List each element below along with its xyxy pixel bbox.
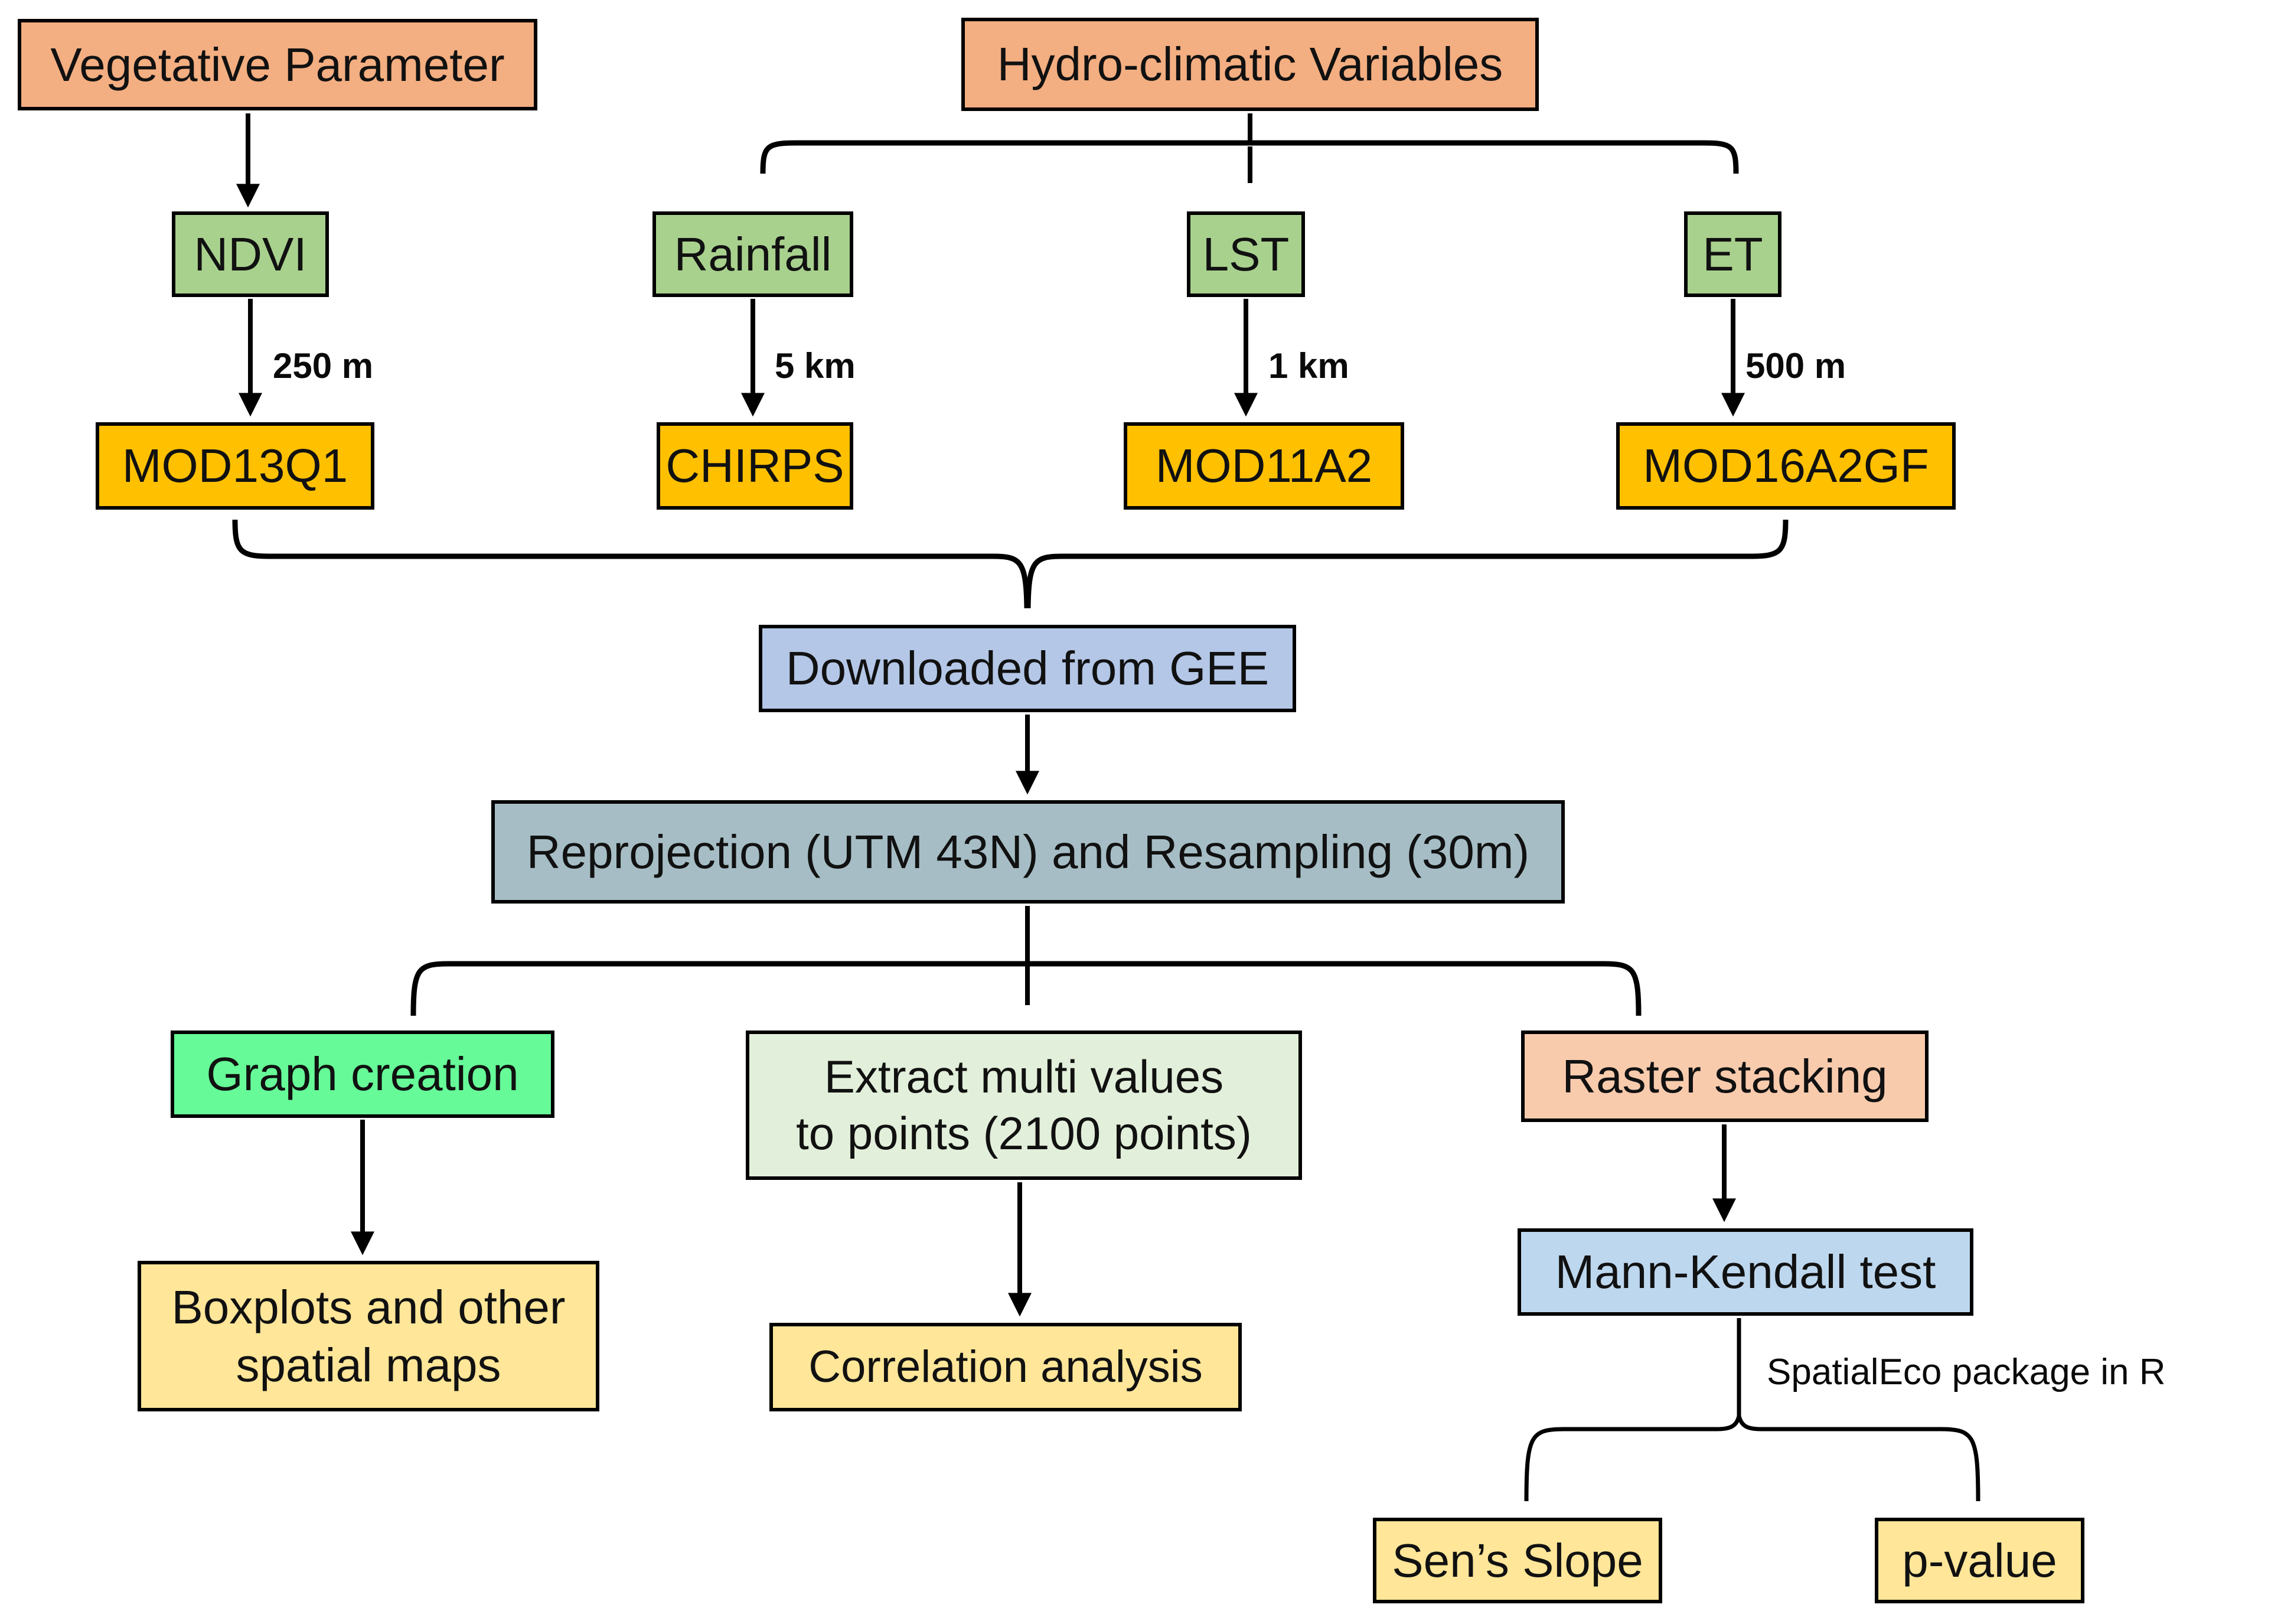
node-downloaded-from-gee: Downloaded from GEE [759, 625, 1296, 712]
node-label: Hydro-climatic Variables [997, 38, 1503, 91]
node-label: Mann-Kendall test [1555, 1245, 1936, 1299]
node-lst: LST [1187, 211, 1305, 297]
node-raster-stacking: Raster stacking [1521, 1031, 1929, 1122]
node-graph-creation: Graph creation [171, 1031, 554, 1118]
node-label: MOD13Q1 [122, 439, 348, 493]
node-mod11a2: MOD11A2 [1124, 422, 1404, 510]
node-label: Downloaded from GEE [785, 642, 1270, 695]
node-mod16a2gf: MOD16A2GF [1616, 422, 1956, 510]
node-label-line2: to points (2100 points) [796, 1107, 1252, 1159]
node-vegetative-parameter: Vegetative Parameter [18, 19, 537, 110]
node-label: Vegetative Parameter [50, 38, 505, 91]
node-mann-kendall-test: Mann-Kendall test [1518, 1228, 1973, 1316]
node-label: Reprojection (UTM 43N) and Resampling (3… [526, 825, 1530, 878]
mk-brace [1524, 1415, 1980, 1502]
edge-label-5km: 5 km [775, 346, 856, 386]
node-label: Sen’s Slope [1392, 1534, 1643, 1587]
gee-brace-left [232, 519, 1030, 609]
node-label: NDVI [194, 227, 307, 281]
node-label: LST [1202, 227, 1290, 281]
node-boxplots-spatial-maps: Boxplots and other spatial maps [138, 1261, 599, 1411]
node-ndvi: NDVI [172, 211, 329, 297]
node-rainfall: Rainfall [652, 211, 853, 297]
node-label-line2: spatial maps [236, 1338, 501, 1391]
edge-label-250m: 250 m [273, 346, 374, 386]
node-label-line1: Boxplots and other [171, 1280, 566, 1333]
annotation-spatialeco-package: SpatialEco package in R [1767, 1352, 2166, 1393]
node-hydro-climatic-variables: Hydro-climatic Variables [961, 18, 1539, 111]
edge-label-500m: 500 m [1745, 346, 1846, 386]
node-mod13q1: MOD13Q1 [96, 422, 374, 510]
split-brace-bar [410, 961, 1642, 1016]
node-label: Raster stacking [1562, 1049, 1888, 1103]
node-et: ET [1684, 211, 1781, 297]
node-label: ET [1702, 227, 1763, 281]
hydro-bracket-bar [760, 140, 1739, 174]
node-sens-slope: Sen’s Slope [1373, 1518, 1662, 1603]
node-label: MOD11A2 [1155, 439, 1373, 493]
node-correlation-analysis: Correlation analysis [769, 1323, 1242, 1411]
node-label: p-value [1902, 1534, 2057, 1587]
node-label: Rainfall [674, 227, 832, 281]
node-label: MOD16A2GF [1643, 439, 1929, 493]
gee-brace-right [1025, 519, 1789, 609]
node-p-value: p-value [1875, 1518, 2084, 1603]
node-extract-multi-values: Extract multi values to points (2100 poi… [746, 1031, 1302, 1180]
node-label: Correlation analysis [808, 1341, 1203, 1392]
node-label-line1: Extract multi values [824, 1051, 1224, 1103]
edge-label-1km: 1 km [1268, 346, 1349, 386]
node-label: CHIRPS [665, 439, 844, 493]
node-reprojection-resampling: Reprojection (UTM 43N) and Resampling (3… [491, 800, 1565, 904]
node-label: Graph creation [206, 1048, 519, 1101]
node-chirps: CHIRPS [657, 422, 853, 510]
